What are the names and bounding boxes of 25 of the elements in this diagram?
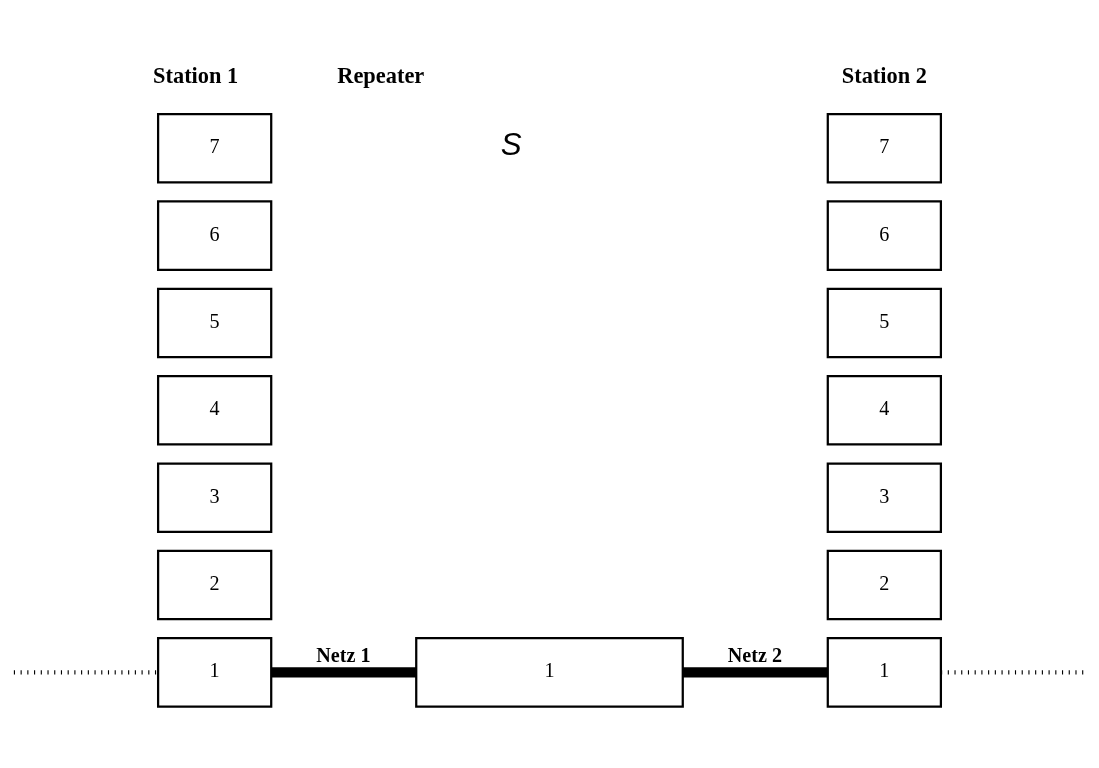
node-box: 4 xyxy=(157,375,273,446)
edge-label: Netz 1 xyxy=(316,643,371,666)
node-box: 3 xyxy=(157,462,273,533)
node-box: 1 xyxy=(826,637,942,708)
node-box: 2 xyxy=(826,549,942,621)
connector xyxy=(271,667,417,678)
label: Station 1 xyxy=(153,62,239,88)
node-box: 5 xyxy=(826,287,942,359)
node-box: 4 xyxy=(826,375,942,446)
node-box: 5 xyxy=(157,287,273,359)
connector xyxy=(941,670,1086,675)
edge-label: Netz 2 xyxy=(727,643,783,666)
node-box: 7 xyxy=(157,113,273,184)
node-box: 7 xyxy=(826,113,942,184)
node-box: 3 xyxy=(826,462,942,533)
connector xyxy=(682,667,828,678)
node-box: 1 xyxy=(415,637,684,708)
label: S xyxy=(500,126,522,162)
node-box: 6 xyxy=(826,200,942,271)
label: Repeater xyxy=(337,62,425,88)
node-box: 1 xyxy=(157,637,273,708)
node-box: 6 xyxy=(157,200,273,271)
connector xyxy=(13,670,158,675)
label: Station 2 xyxy=(841,62,927,88)
node-box: 2 xyxy=(157,549,273,621)
